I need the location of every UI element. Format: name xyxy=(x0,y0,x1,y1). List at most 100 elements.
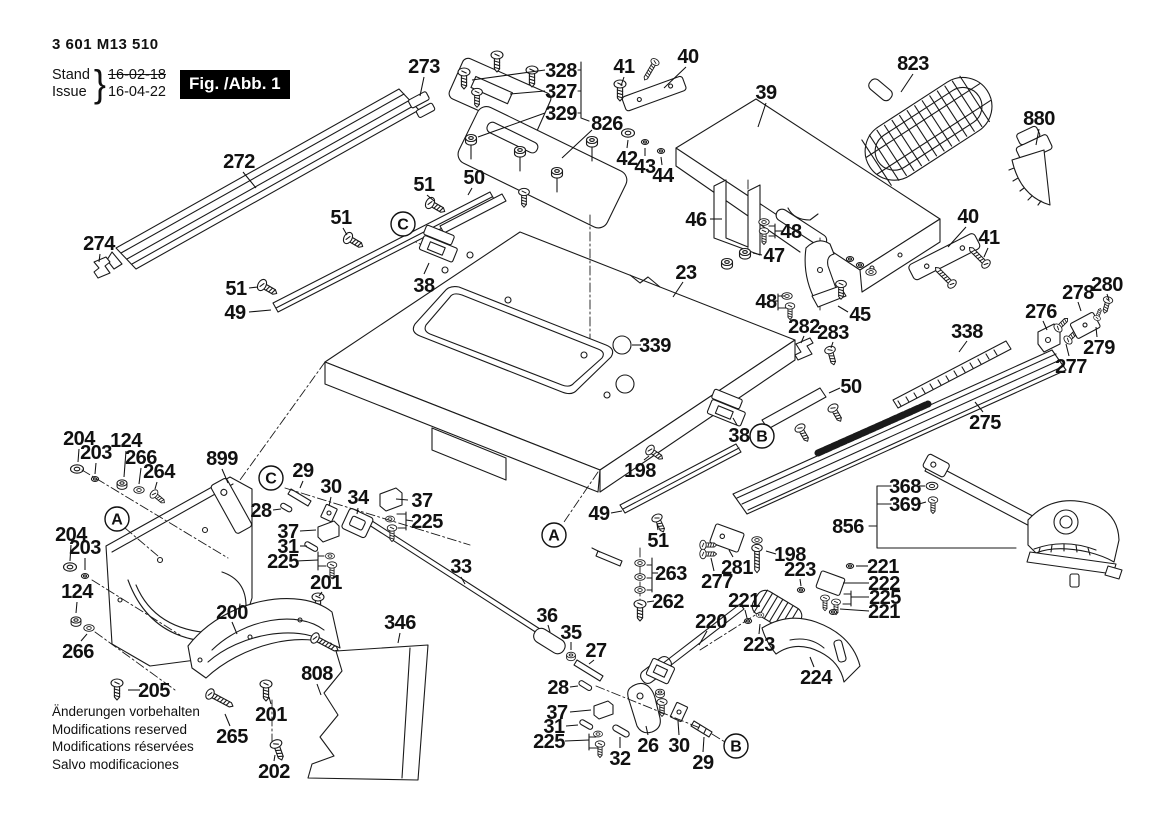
fence-rail-275 xyxy=(732,349,1067,515)
leader-line-346 xyxy=(397,632,401,644)
guard-823 xyxy=(861,75,993,186)
shaft-33 xyxy=(365,518,541,634)
pin-28b xyxy=(578,680,593,692)
part-callout-47: 47 xyxy=(763,245,785,267)
stand-label: Stand xyxy=(52,67,90,83)
leader-line-34 xyxy=(356,507,359,515)
leader-line-23 xyxy=(672,281,684,298)
part-callout-203: 203 xyxy=(69,537,101,559)
leader-line-282 xyxy=(800,335,805,344)
part-callout-277: 277 xyxy=(1055,356,1087,378)
part-callout-283: 283 xyxy=(817,322,849,344)
leader-line-51 xyxy=(656,523,659,531)
note-line-fr: Modifications réservées xyxy=(52,739,194,754)
line-art xyxy=(62,50,1123,781)
leader-line-277 xyxy=(710,557,715,572)
part-callout-35: 35 xyxy=(560,622,582,644)
leader-line-329 xyxy=(477,112,546,138)
part-callout-264: 264 xyxy=(143,461,176,483)
part-callout-205: 205 xyxy=(138,680,170,702)
leader-line-201 xyxy=(268,696,272,705)
assembly-marker-A: A xyxy=(548,528,560,545)
pin-32 xyxy=(612,724,630,738)
part-callout-221: 221 xyxy=(868,601,900,623)
leader-line-28 xyxy=(569,685,579,688)
part-callout-329: 329 xyxy=(545,103,577,125)
part-callout-30: 30 xyxy=(668,735,690,757)
part-callout-38: 38 xyxy=(413,275,435,297)
part-callout-282: 282 xyxy=(788,316,820,338)
part-callout-38: 38 xyxy=(728,425,750,447)
figure-badge: Fig. /Abb. 1 xyxy=(179,69,290,99)
part-callout-40: 40 xyxy=(957,206,979,228)
clip-282 xyxy=(794,337,814,361)
plate-281 xyxy=(709,523,745,553)
part-callout-48: 48 xyxy=(755,291,777,313)
part-callout-279: 279 xyxy=(1083,337,1115,359)
leader-line-281 xyxy=(728,549,734,558)
note-line-es: Salvo modificaciones xyxy=(52,756,179,772)
part-callout-37: 37 xyxy=(411,490,433,512)
leader-line-880 xyxy=(1035,128,1040,146)
leader-line-277 xyxy=(1065,343,1070,357)
leader-line-220 xyxy=(698,630,708,646)
assembly-marker-A: A xyxy=(111,512,123,529)
part-callout-49: 49 xyxy=(588,503,610,525)
leader-line-198 xyxy=(765,550,777,555)
bracket-37a xyxy=(379,487,403,512)
part-callout-266: 266 xyxy=(62,641,94,663)
part-callout-281: 281 xyxy=(721,557,753,579)
part-callout-224: 224 xyxy=(800,667,833,689)
part-callout-277: 277 xyxy=(701,571,733,593)
clamp-224 xyxy=(761,617,861,683)
leader-line-225 xyxy=(564,739,590,742)
part-callout-880: 880 xyxy=(1023,108,1055,130)
part-callout-263: 263 xyxy=(655,563,687,585)
assembly-marker-C: C xyxy=(265,471,277,488)
leader-line-272 xyxy=(242,171,257,189)
assembly-marker-circle-B xyxy=(723,733,749,759)
issue-label: Issue xyxy=(52,84,87,100)
leader-line-38 xyxy=(732,417,738,426)
leader-line-50 xyxy=(828,387,841,394)
leader-line-221 xyxy=(744,609,748,619)
miter-gauge-856 xyxy=(922,453,1123,588)
part-callout-339: 339 xyxy=(639,335,671,357)
part-callout-220: 220 xyxy=(695,611,727,633)
part-callout-50: 50 xyxy=(463,167,485,189)
leader-line-38 xyxy=(423,262,430,275)
part-callout-40: 40 xyxy=(677,46,699,68)
part-callout-124: 124 xyxy=(61,581,94,603)
part-callout-223: 223 xyxy=(743,634,775,656)
leader-line-37 xyxy=(395,498,409,501)
leader-line-49 xyxy=(248,309,272,313)
extension-39 xyxy=(675,98,941,293)
leader-line-264 xyxy=(154,481,158,490)
part-callout-265: 265 xyxy=(216,726,248,748)
part-callout-204: 204 xyxy=(63,428,96,450)
assembly-marker-B: B xyxy=(756,429,768,446)
note-line-en: Modifications reserved xyxy=(52,721,188,737)
leader-line-51 xyxy=(426,194,435,202)
leader-line-30 xyxy=(328,496,332,507)
part-callout-346: 346 xyxy=(384,612,416,634)
leader-line-808 xyxy=(316,683,322,696)
rod-27 xyxy=(573,659,604,682)
leader-line-223 xyxy=(758,623,761,635)
part-callout-198: 198 xyxy=(624,460,656,482)
part-callout-201: 201 xyxy=(255,704,287,726)
pin-29b xyxy=(690,720,713,738)
plate-40-right xyxy=(908,233,981,281)
leader-line-124 xyxy=(75,601,78,614)
part-callout-202: 202 xyxy=(258,761,290,783)
leader-line-201 xyxy=(318,591,323,597)
part-callout-28: 28 xyxy=(547,677,569,699)
part-callout-41: 41 xyxy=(613,56,635,78)
pin-28a xyxy=(280,502,293,513)
part-callout-328: 328 xyxy=(545,60,577,82)
title-block: 3 601 M13 510 Stand Issue } 16-02-18 16-… xyxy=(52,36,290,105)
part-callout-338: 338 xyxy=(951,321,983,343)
leader-line-42 xyxy=(626,139,629,149)
new-date: 16-04-22 xyxy=(107,84,166,100)
